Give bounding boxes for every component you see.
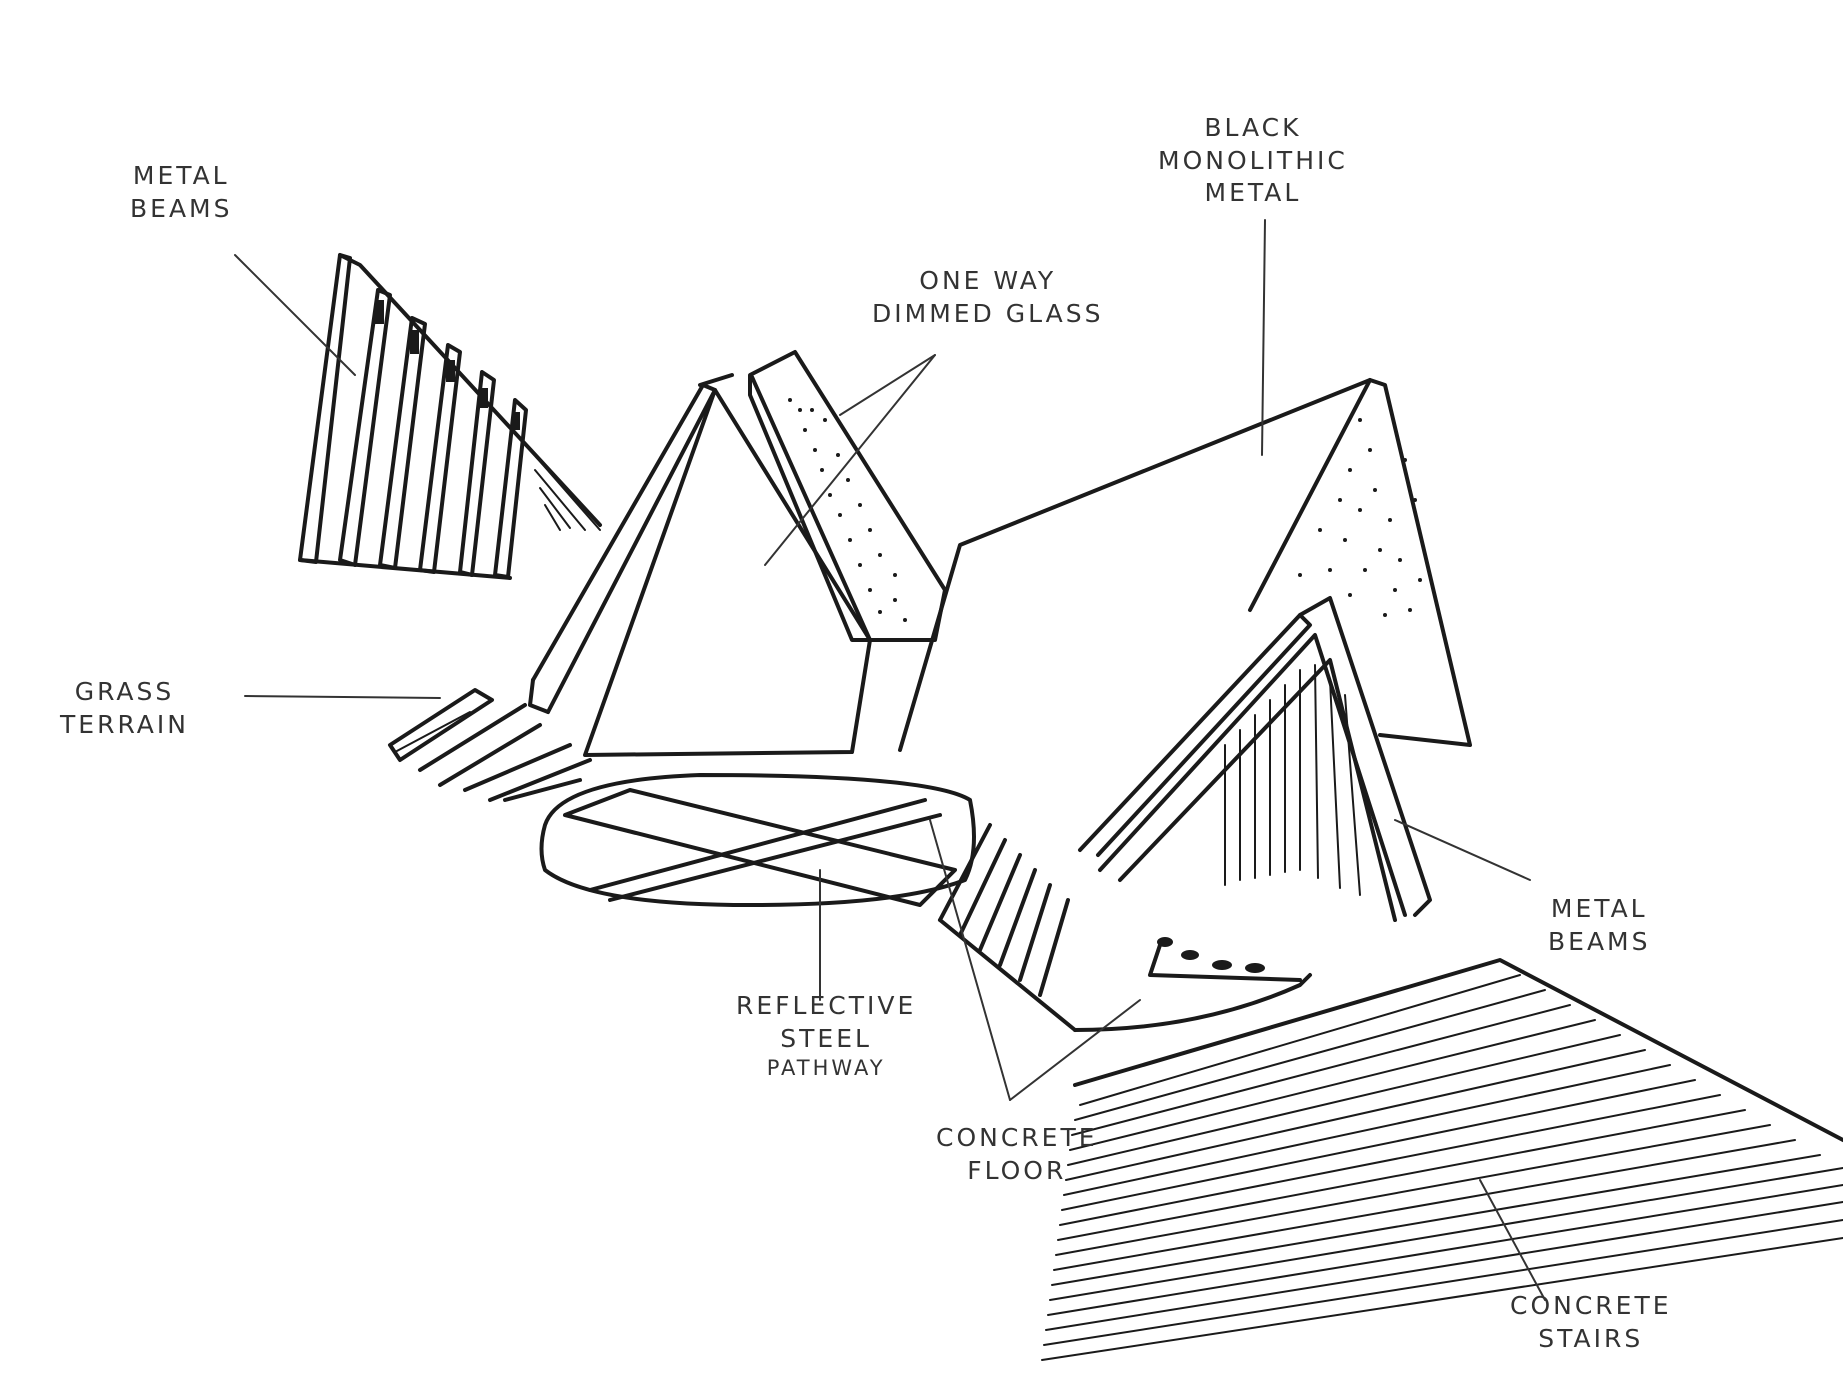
label-line: ONE WAY: [872, 265, 1103, 298]
label-line: BEAMS: [130, 193, 233, 226]
label-line: METAL: [1158, 177, 1348, 210]
grass-terrain-patch: [390, 690, 590, 800]
glass-tent-structure: [530, 352, 945, 755]
label-line: PATHWAY: [736, 1055, 916, 1082]
label-line: DIMMED GLASS: [872, 298, 1103, 331]
label-line: CONCRETE: [1510, 1290, 1672, 1323]
label-metal-beams-left: METAL BEAMS: [130, 160, 233, 225]
label-metal-beams-right: METAL BEAMS: [1548, 893, 1651, 958]
label-line: METAL: [1548, 893, 1651, 926]
label-concrete-stairs: CONCRETE STAIRS: [1510, 1290, 1672, 1355]
label-line: FLOOR: [936, 1155, 1098, 1188]
label-concrete-floor: CONCRETE FLOOR: [936, 1122, 1098, 1187]
left-metal-beam-structure: [300, 255, 600, 578]
steel-pathway: [542, 775, 975, 905]
label-one-way-glass: ONE WAY DIMMED GLASS: [872, 265, 1103, 330]
label-line: GRASS: [60, 676, 189, 709]
label-line: METAL: [130, 160, 233, 193]
label-reflective-pathway: REFLECTIVE STEEL PATHWAY: [736, 990, 916, 1082]
label-line: BLACK: [1158, 112, 1348, 145]
label-line: MONOLITHIC: [1158, 145, 1348, 178]
label-line: CONCRETE: [936, 1122, 1098, 1155]
concrete-stairs: [1042, 960, 1843, 1360]
leader-lines: [235, 220, 1545, 1300]
monolithic-metal-structure: [900, 380, 1470, 1030]
label-grass-terrain: GRASS TERRAIN: [60, 676, 189, 741]
label-line: STAIRS: [1510, 1323, 1672, 1356]
label-black-monolithic: BLACK MONOLITHIC METAL: [1158, 112, 1348, 210]
label-line: STEEL: [736, 1023, 916, 1056]
label-line: REFLECTIVE: [736, 990, 916, 1023]
label-line: BEAMS: [1548, 926, 1651, 959]
label-line: TERRAIN: [60, 709, 189, 742]
